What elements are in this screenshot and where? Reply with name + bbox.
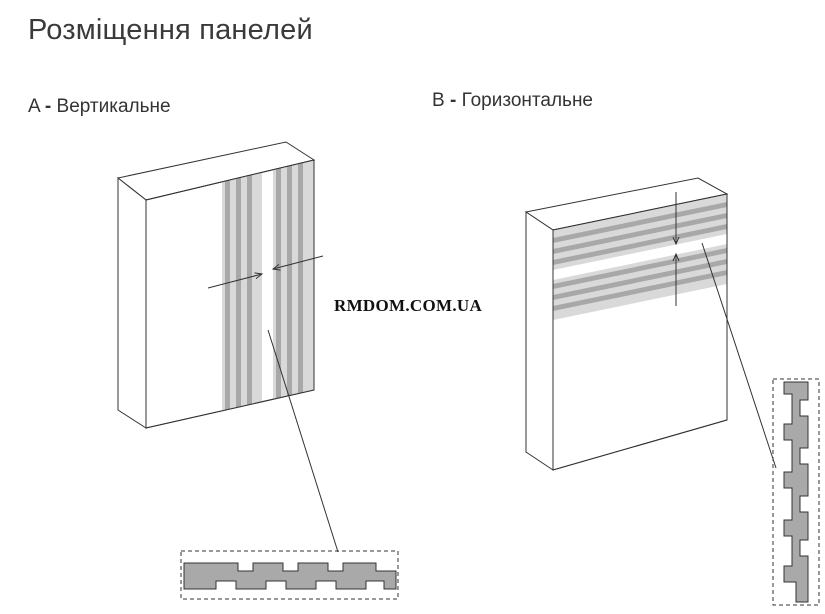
wall-a-stripes [222,160,314,428]
wall-a [116,141,339,553]
wall-b-stripes [553,194,727,320]
profile-a-shape [183,562,397,590]
watermark: RMDOM.COM.UA [334,296,483,315]
wall-a-leader-line [267,329,339,553]
profile-a [180,550,399,600]
option-b-letter: B [432,90,445,111]
wall-a-arrow-left [273,255,324,269]
wall-b-side [525,211,554,471]
wall-b-leader-line [701,242,777,469]
wall-a-side [117,176,147,429]
wall-b [524,177,777,471]
page-title: Розміщення панелей [28,14,313,46]
option-b-text: Горизонтальне [461,90,594,111]
option-a-text: Вертикальне [56,96,171,117]
profile-b-frame [772,378,820,606]
option-a-dash: - [44,96,52,117]
wall-a-arrow-right [207,274,262,289]
option-a-letter: A [28,96,40,117]
profile-b [772,378,820,606]
option-b-dash: - [449,90,457,111]
option-a-label: A - Вертикальне [28,96,171,118]
option-b-label: B - Горизонтальне [432,90,593,112]
profile-a-frame [180,550,399,600]
profile-b-shape [783,381,809,603]
